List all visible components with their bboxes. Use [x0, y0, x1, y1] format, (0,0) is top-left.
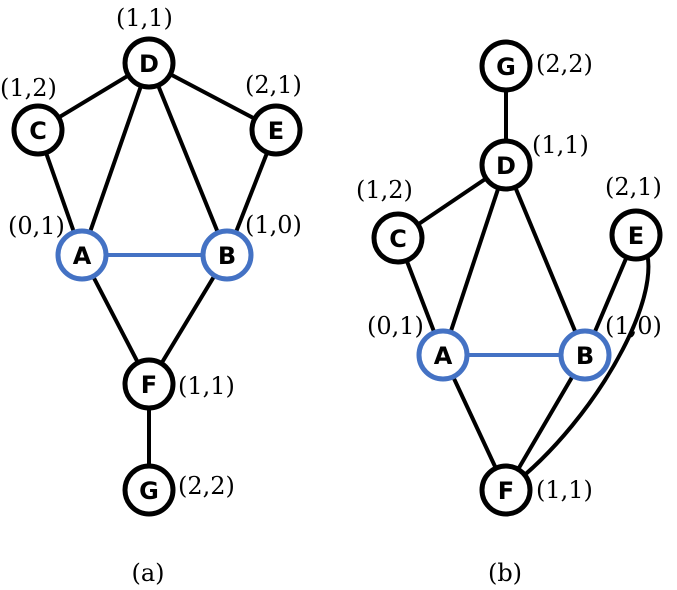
node-b-g [479, 39, 533, 93]
node-label-b-e: E [628, 222, 644, 250]
coord-label-a-b: (1,0) [245, 211, 302, 239]
node-a-d [122, 36, 176, 90]
node-label-b-a: A [434, 342, 453, 370]
coord-label-a-f: (1,1) [178, 372, 235, 400]
panel-b: G (2,2) D (1,1) C (1,2) E (2,1) A (0,1) B (1,0) F (1,… [356, 39, 663, 517]
edge-b-d-a [441, 164, 508, 356]
node-a-g [122, 463, 176, 517]
node-label-b-f: F [498, 477, 514, 505]
node-a-f [122, 357, 176, 411]
node-b-f [479, 463, 533, 517]
edge-a-d-b [147, 62, 229, 256]
node-b-b [558, 328, 612, 382]
node-label-a-a: A [73, 242, 92, 270]
coord-label-a-e: (2,1) [245, 71, 302, 99]
node-label-a-d: D [139, 50, 159, 78]
node-a-c [11, 103, 65, 157]
coord-label-a-a: (0,1) [8, 212, 65, 240]
node-label-a-b: B [218, 242, 236, 270]
coord-label-a-d: (1,1) [116, 4, 173, 32]
coord-label-b-a: (0,1) [367, 312, 424, 340]
caption-b: (b) [488, 559, 522, 587]
coord-label-a-c: (1,2) [0, 74, 57, 102]
node-a-e [249, 103, 303, 157]
coord-label-a-g: (2,2) [178, 472, 235, 500]
coord-label-b-b: (1,0) [605, 312, 662, 340]
node-label-a-c: C [29, 117, 47, 145]
edge-b-d-b [504, 164, 587, 356]
node-label-b-g: G [496, 53, 516, 81]
coord-label-b-c: (1,2) [356, 176, 413, 204]
node-label-b-b: B [576, 342, 594, 370]
node-b-d [479, 138, 533, 192]
node-a-b [200, 228, 254, 282]
node-b-e [609, 208, 663, 262]
caption-a: (a) [131, 559, 164, 587]
node-b-c [371, 211, 425, 265]
node-label-a-g: G [139, 477, 159, 505]
node-a-a [55, 228, 109, 282]
panel-a: D (1,1) C (1,2) E (2,1) A (0,1) B (1,0) F (1,1) G (2,… [0, 4, 303, 517]
node-label-b-d: D [496, 152, 516, 180]
edge-a-d-a [80, 62, 151, 256]
coord-label-b-d: (1,1) [532, 131, 589, 159]
coord-label-b-f: (1,1) [536, 476, 593, 504]
node-label-b-c: C [389, 225, 407, 253]
node-label-a-e: E [268, 117, 284, 145]
node-b-a [416, 328, 470, 382]
coord-label-b-g: (2,2) [536, 50, 593, 78]
coord-label-b-e: (2,1) [605, 173, 662, 201]
node-label-a-f: F [141, 371, 157, 399]
